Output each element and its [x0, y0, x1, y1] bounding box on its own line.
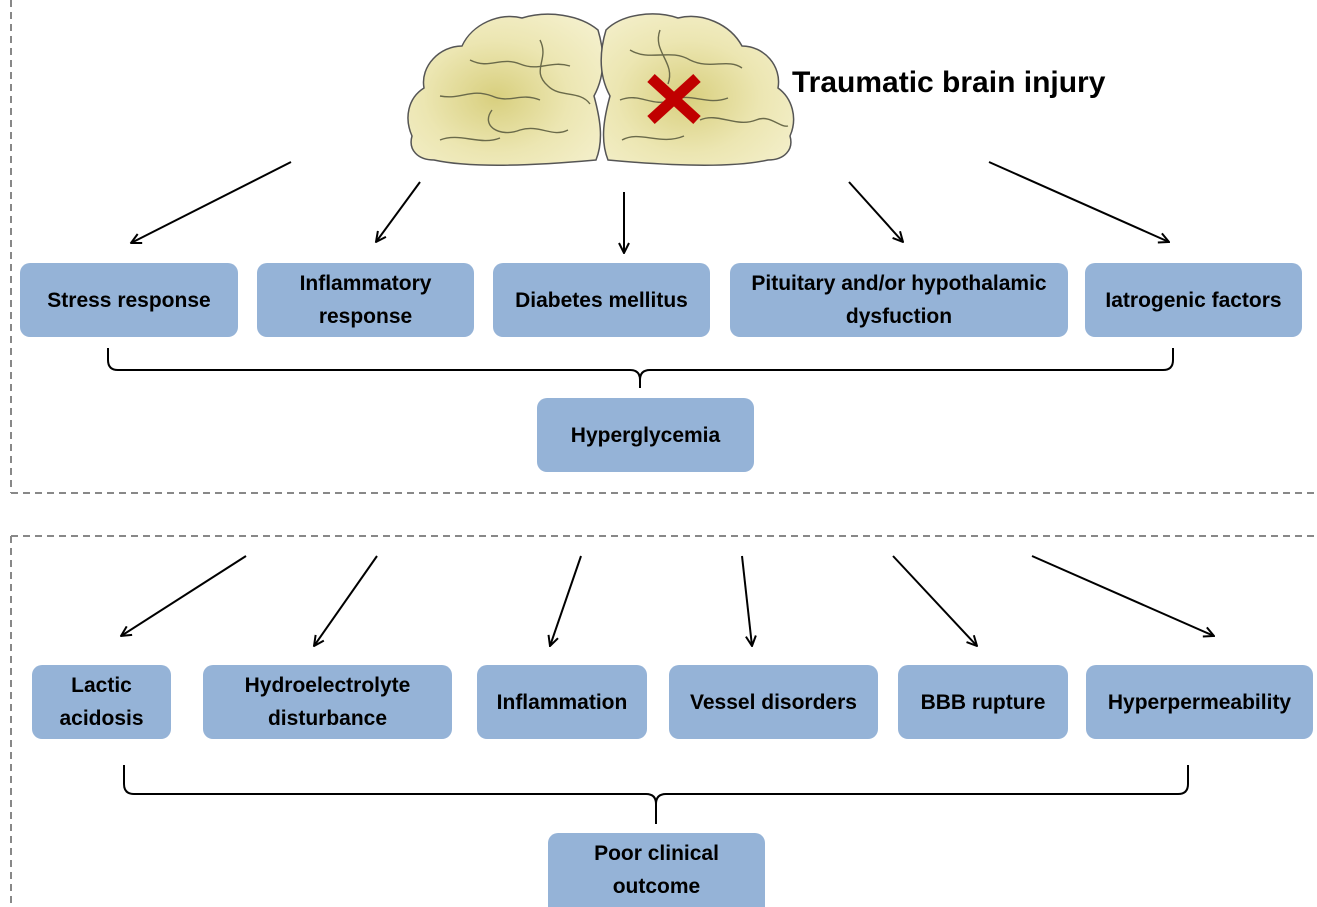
arrow-to-inflammation	[550, 555, 582, 646]
arrow-to-stress-response	[131, 161, 292, 243]
cause-stress-response: Stress response	[20, 263, 238, 337]
brain-icon	[407, 13, 795, 167]
bottom-section-border	[10, 535, 1317, 907]
effect-hydroelectrolyte-disturbance: Hydroelectrolyte disturbance	[203, 665, 452, 739]
top-arrows	[131, 161, 1169, 253]
arrow-to-hyperpermeability	[1031, 555, 1214, 636]
arrow-to-bbb-rupture	[892, 555, 977, 646]
cause-diabetes-mellitus: Diabetes mellitus	[493, 263, 710, 337]
arrow-to-inflammatory-response	[376, 181, 421, 242]
top-section-border	[10, 0, 1317, 494]
poor-clinical-outcome-box: Poor clinical outcome	[548, 833, 765, 907]
bottom-brace	[123, 765, 1189, 824]
cause-pituitary-hypothalamic: Pituitary and/or hypothalamic dysfuction	[730, 263, 1068, 337]
bottom-arrows	[121, 555, 1214, 646]
effect-lactic-acidosis: Lactic acidosis	[32, 665, 171, 739]
arrow-to-lactic-acidosis	[121, 555, 247, 636]
arrow-to-iatrogenic	[988, 161, 1169, 242]
effect-hyperpermeability: Hyperpermeability	[1086, 665, 1313, 739]
top-brace	[107, 348, 1174, 388]
cause-iatrogenic-factors: Iatrogenic factors	[1085, 263, 1302, 337]
effect-bbb-rupture: BBB rupture	[898, 665, 1068, 739]
cause-inflammatory-response: Inflammatory response	[257, 263, 474, 337]
diagram-title: Traumatic brain injury	[792, 66, 1106, 99]
effect-vessel-disorders: Vessel disorders	[669, 665, 878, 739]
arrow-to-vessel-disorders	[741, 555, 752, 646]
arrow-to-hydroelectrolyte	[314, 555, 378, 646]
effect-inflammation: Inflammation	[477, 665, 647, 739]
cross-mark-icon	[647, 73, 701, 125]
hyperglycemia-box: Hyperglycemia	[537, 398, 754, 472]
arrow-to-pituitary	[848, 181, 903, 242]
